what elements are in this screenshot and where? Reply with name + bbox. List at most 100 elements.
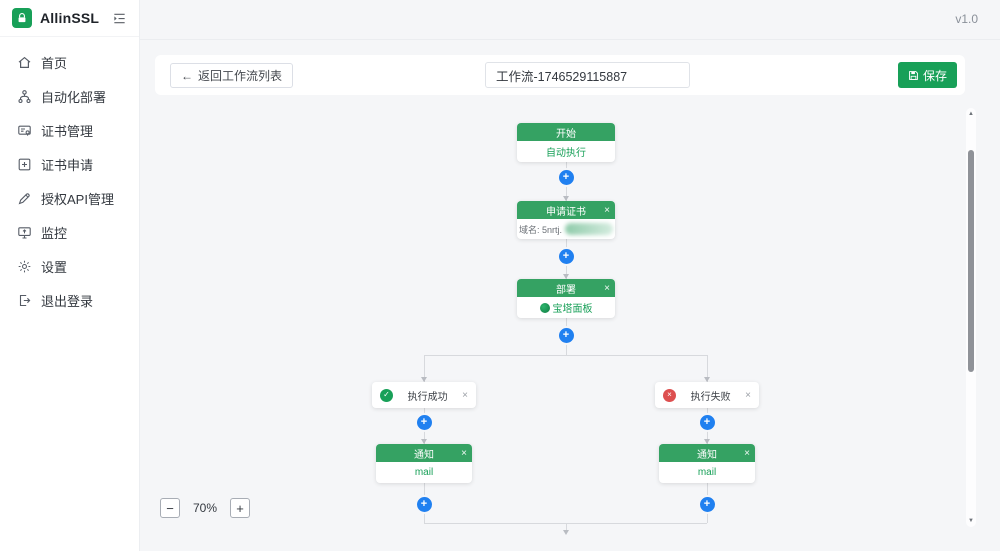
close-icon[interactable]: × — [462, 389, 468, 401]
plus-icon: + — [420, 497, 428, 510]
sidebar-item-label: 证书申请 — [41, 157, 94, 173]
sidebar-item-cert-apply[interactable]: 证书申请 — [0, 147, 139, 181]
plus-icon: + — [703, 415, 711, 428]
node-title: 通知 — [414, 449, 434, 461]
node-start[interactable]: 开始 自动执行 — [517, 123, 615, 162]
monitor-icon — [16, 224, 32, 240]
node-notify-fail[interactable]: 通知 × mail — [659, 444, 755, 483]
zoom-in-button[interactable]: + — [230, 498, 251, 518]
sidebar-nav: 首页 自动化部署 证书管理 证书申请 授权API管理 监控 设置 退出登录 — [0, 37, 139, 325]
close-icon[interactable]: × — [744, 447, 750, 459]
baota-panel-icon — [539, 302, 550, 313]
brand-name: AllinSSL — [40, 10, 100, 26]
logo-row: AllinSSL — [0, 0, 139, 37]
sidebar-item-cert-manage[interactable]: 证书管理 — [0, 113, 139, 147]
node-apply-cert-body: 域名: 5nrtj. — [517, 219, 615, 239]
sidebar-item-label: 证书管理 — [41, 123, 94, 139]
node-title: 开始 — [556, 128, 576, 140]
add-node-button[interactable]: + — [416, 414, 432, 430]
back-to-workflow-list-button[interactable]: ← 返回工作流列表 — [170, 63, 294, 88]
sidebar-item-label: 监控 — [41, 225, 68, 241]
redacted-domain-blur — [565, 223, 614, 235]
close-icon[interactable]: × — [604, 204, 610, 216]
node-title: 部署 — [556, 284, 576, 296]
connector-line — [424, 355, 707, 356]
save-icon — [908, 70, 919, 81]
minus-icon: − — [166, 500, 174, 516]
gear-icon — [16, 258, 32, 274]
sidebar-item-label: 授权API管理 — [41, 191, 114, 207]
workflow-icon — [16, 88, 32, 104]
sidebar-item-api-auth[interactable]: 授权API管理 — [0, 181, 139, 215]
sidebar-item-logout[interactable]: 退出登录 — [0, 283, 139, 317]
plus-icon: + — [703, 497, 711, 510]
back-button-label: 返回工作流列表 — [198, 69, 283, 83]
scrollbar-thumb[interactable] — [968, 150, 974, 372]
workflow-canvas[interactable]: 开始 自动执行 + 申请证书 × 域名: 5nrtj. + 部署 × 宝塔面板 … — [140, 95, 1000, 551]
node-start-header: 开始 — [517, 123, 615, 141]
plus-icon: + — [562, 170, 570, 183]
connector-line — [424, 355, 425, 382]
workflow-toolbar: ← 返回工作流列表 保存 — [155, 55, 965, 95]
node-deploy-body: 宝塔面板 — [517, 297, 615, 318]
close-icon[interactable]: × — [604, 282, 610, 294]
plus-square-icon — [16, 156, 32, 172]
workflow-name-input[interactable] — [485, 62, 690, 88]
node-notify-header: 通知 × — [659, 444, 755, 462]
add-node-button[interactable]: + — [699, 496, 715, 512]
home-icon — [16, 54, 32, 70]
top-header: v1.0 — [140, 0, 1000, 40]
check-glyph: ✓ — [383, 390, 390, 399]
node-deploy[interactable]: 部署 × 宝塔面板 — [517, 279, 615, 318]
branch-success-card[interactable]: ✓ 执行成功 × — [372, 382, 476, 408]
close-icon[interactable]: × — [745, 389, 751, 401]
sidebar: AllinSSL 首页 自动化部署 证书管理 证书申请 授权API管理 监控 — [0, 0, 140, 551]
node-notify-body: mail — [414, 467, 434, 478]
plus-icon: + — [562, 249, 570, 262]
version-label: v1.0 — [955, 12, 978, 26]
node-start-body: 自动执行 — [546, 148, 586, 159]
node-notify-header: 通知 × — [376, 444, 472, 462]
node-apply-cert[interactable]: 申请证书 × 域名: 5nrtj. — [517, 201, 615, 239]
zoom-out-button[interactable]: − — [160, 498, 180, 518]
add-node-button[interactable]: + — [416, 496, 432, 512]
branch-label: 执行成功 — [407, 391, 448, 403]
sidebar-item-label: 自动化部署 — [41, 89, 107, 105]
plus-icon: + — [562, 328, 570, 341]
branch-fail-card[interactable]: × 执行失败 × — [655, 382, 759, 408]
pen-link-icon — [16, 190, 32, 206]
plus-icon: + — [420, 415, 428, 428]
node-title: 申请证书 — [546, 206, 586, 218]
connector-arrow-icon — [703, 377, 710, 382]
connector-arrow-icon — [420, 377, 427, 382]
connector-arrow-icon — [562, 530, 569, 535]
node-title: 通知 — [697, 449, 717, 461]
deploy-target-label: 宝塔面板 — [552, 304, 593, 315]
connector-arrow-icon — [562, 274, 569, 279]
sidebar-item-monitor[interactable]: 监控 — [0, 215, 139, 249]
collapse-sidebar-icon[interactable] — [112, 11, 127, 26]
save-button[interactable]: 保存 — [897, 62, 957, 88]
zoom-level-label: 70% — [193, 501, 218, 515]
add-node-button[interactable]: + — [558, 169, 574, 185]
sidebar-item-settings[interactable]: 设置 — [0, 249, 139, 283]
connector-arrow-icon — [703, 439, 710, 444]
connector-arrow-icon — [562, 196, 569, 201]
node-notify-success[interactable]: 通知 × mail — [376, 444, 472, 483]
certificate-icon — [16, 122, 32, 138]
cross-glyph: × — [667, 390, 672, 399]
add-node-button[interactable]: + — [699, 414, 715, 430]
connector-arrow-icon — [420, 439, 427, 444]
sidebar-item-home[interactable]: 首页 — [0, 45, 139, 79]
scroll-down-icon[interactable]: ▼ — [968, 518, 974, 524]
add-node-button[interactable]: + — [558, 327, 574, 343]
scroll-up-icon[interactable]: ▲ — [968, 111, 974, 117]
sidebar-item-label: 设置 — [41, 259, 68, 275]
branch-label: 执行失败 — [690, 391, 731, 403]
close-icon[interactable]: × — [461, 447, 467, 459]
connector-line — [707, 355, 708, 382]
vertical-scrollbar[interactable]: ▲ ▼ — [966, 108, 976, 527]
add-node-button[interactable]: + — [558, 248, 574, 264]
sidebar-item-auto-deploy[interactable]: 自动化部署 — [0, 79, 139, 113]
logout-icon — [16, 292, 32, 308]
